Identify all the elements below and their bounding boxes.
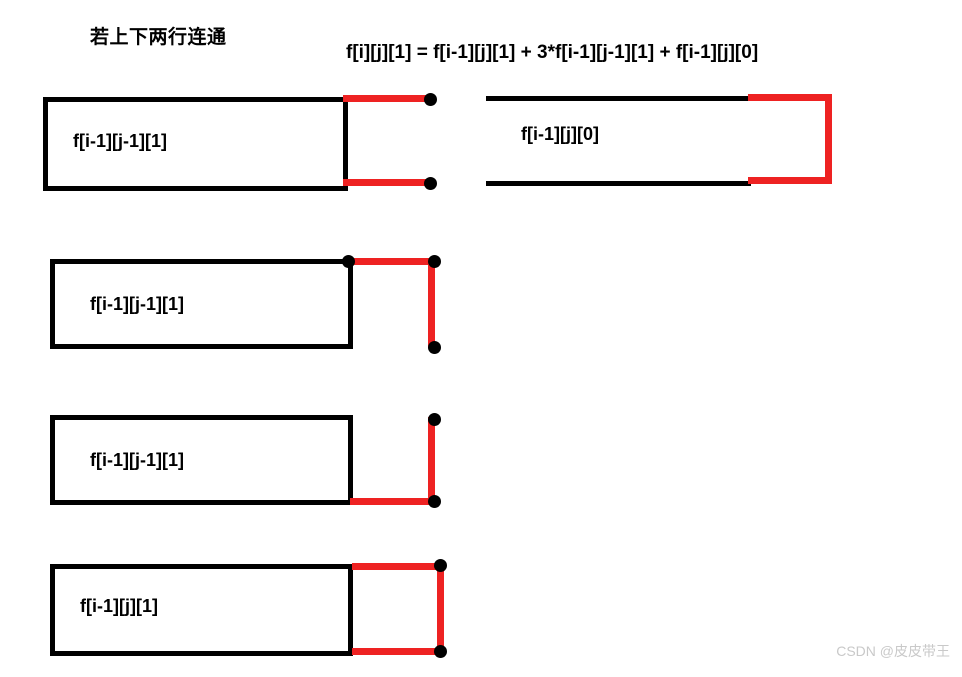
row-1-left-box: [43, 97, 348, 191]
row-4-right-red-line: [437, 563, 444, 655]
row-4-top-red-line: [352, 563, 444, 570]
row-1-right-box-label: f[i-1][j][0]: [521, 124, 599, 144]
row-3-top-endpoint-dot: [428, 413, 441, 426]
row-3-right-red-line: [428, 417, 435, 501]
row-4-left-box: [50, 564, 353, 656]
row-2-left-box-label: f[i-1][j-1][1]: [90, 294, 184, 314]
row-1-bottom-red-line: [343, 179, 433, 186]
row-1-top-red-line: [343, 95, 433, 102]
row-1-right-vertical-red-line: [825, 94, 832, 184]
row-1-bottom-endpoint-dot: [424, 177, 437, 190]
row-3-left-box: [50, 415, 353, 505]
row-2-right-red-line: [428, 258, 435, 348]
diagram-title: 若上下两行连通: [90, 27, 227, 48]
row-4-bottom-red-line: [352, 648, 444, 655]
row-1-left-box-label: f[i-1][j-1][1]: [73, 131, 167, 151]
row-3-bottom-red-line: [350, 498, 435, 505]
row-2-bottom-endpoint-dot: [428, 341, 441, 354]
row-2-top-right-dot: [428, 255, 441, 268]
row-1-right-box: [486, 96, 751, 186]
row-3-bottom-corner-dot: [428, 495, 441, 508]
row-1-top-endpoint-dot: [424, 93, 437, 106]
row-3-left-box-label: f[i-1][j-1][1]: [90, 450, 184, 470]
row-4-top-right-dot: [434, 559, 447, 572]
row-1-right-bottom-red-line: [748, 177, 832, 184]
csdn-watermark: CSDN @皮皮带王: [836, 643, 950, 659]
row-1-right-top-red-line: [748, 94, 832, 101]
row-2-top-red-line: [347, 258, 435, 265]
row-2-left-box: [50, 259, 353, 349]
row-2-corner-start-dot: [342, 255, 355, 268]
row-4-left-box-label: f[i-1][j][1]: [80, 596, 158, 616]
recurrence-formula: f[i][j][1] = f[i-1][j][1] + 3*f[i-1][j-1…: [346, 42, 759, 63]
row-4-bottom-right-dot: [434, 645, 447, 658]
